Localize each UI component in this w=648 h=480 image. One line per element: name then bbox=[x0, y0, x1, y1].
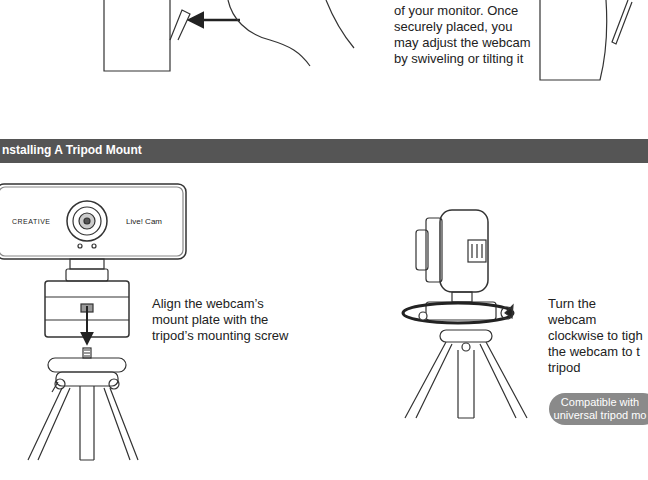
instruction-text: of your monitor. Once securely placed, y… bbox=[394, 3, 534, 67]
model-text: Live! Cam bbox=[126, 217, 176, 227]
section-band: nstalling A Tripod Mount bbox=[0, 139, 648, 163]
node-text: nstalling A Tripod Mount bbox=[2, 143, 648, 157]
instruction-text: Turn the webcam clockwise to tigh the we… bbox=[548, 296, 646, 376]
brand-text: CREATIVE bbox=[12, 217, 62, 226]
instruction-text: Align the webcam’s mount plate with the … bbox=[152, 296, 302, 344]
node-text: Compatible with universal tripod mo bbox=[553, 396, 647, 422]
compatibility-pill: Compatible with universal tripod mo bbox=[549, 393, 648, 425]
